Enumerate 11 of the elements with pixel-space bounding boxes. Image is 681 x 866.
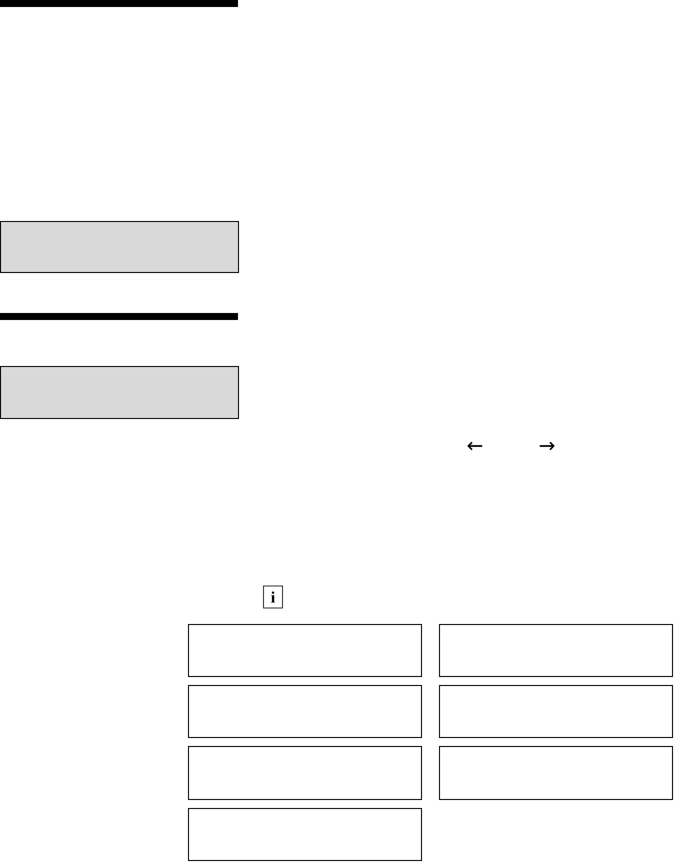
note-box <box>0 366 239 419</box>
option-box <box>439 624 673 677</box>
option-box <box>439 685 673 738</box>
option-box <box>188 808 422 861</box>
arrow-symbol: ← <box>468 442 482 450</box>
option-box <box>188 685 422 738</box>
option-box <box>188 624 422 677</box>
note-box <box>0 221 239 273</box>
arrow-symbol: → <box>540 442 554 450</box>
option-box <box>188 746 422 800</box>
option-box <box>439 746 673 800</box>
